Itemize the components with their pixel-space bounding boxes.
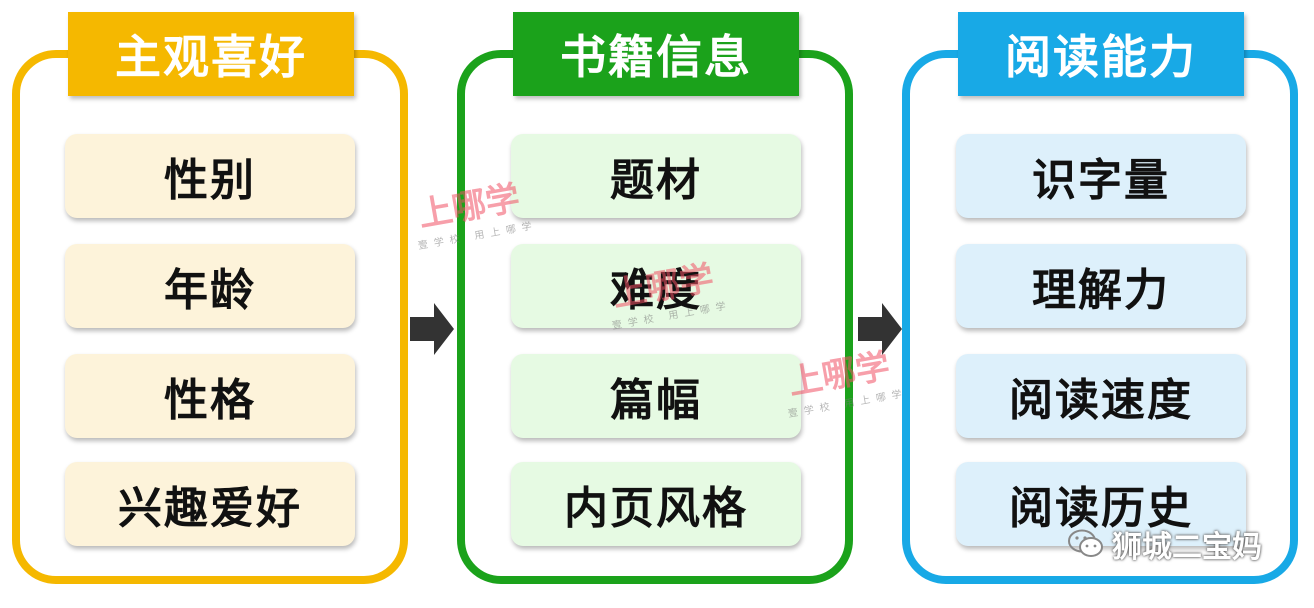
panel-title-book-info: 书籍信息 [513, 12, 799, 96]
arrow-right-icon [410, 303, 454, 355]
wechat-icon [1068, 529, 1103, 557]
credit-label: 狮城二宝妈 [1068, 522, 1262, 566]
item-reading-speed: 阅读速度 [956, 354, 1246, 438]
item-difficulty: 难度 [511, 244, 801, 328]
item-gender: 性别 [65, 134, 355, 218]
item-page-style: 内页风格 [511, 462, 801, 546]
arrow-right-icon [858, 303, 902, 355]
item-vocabulary: 识字量 [956, 134, 1246, 218]
item-theme: 题材 [511, 134, 801, 218]
item-age: 年龄 [65, 244, 355, 328]
credit-text: 狮城二宝妈 [1112, 530, 1262, 565]
item-hobbies: 兴趣爱好 [65, 462, 355, 546]
panel-title-reading-ability: 阅读能力 [958, 12, 1244, 96]
item-length: 篇幅 [511, 354, 801, 438]
item-comprehension: 理解力 [956, 244, 1246, 328]
panel-title-subjective-preference: 主观喜好 [68, 12, 354, 96]
item-reading-history: 阅读历史 [956, 462, 1246, 546]
item-personality: 性格 [65, 354, 355, 438]
